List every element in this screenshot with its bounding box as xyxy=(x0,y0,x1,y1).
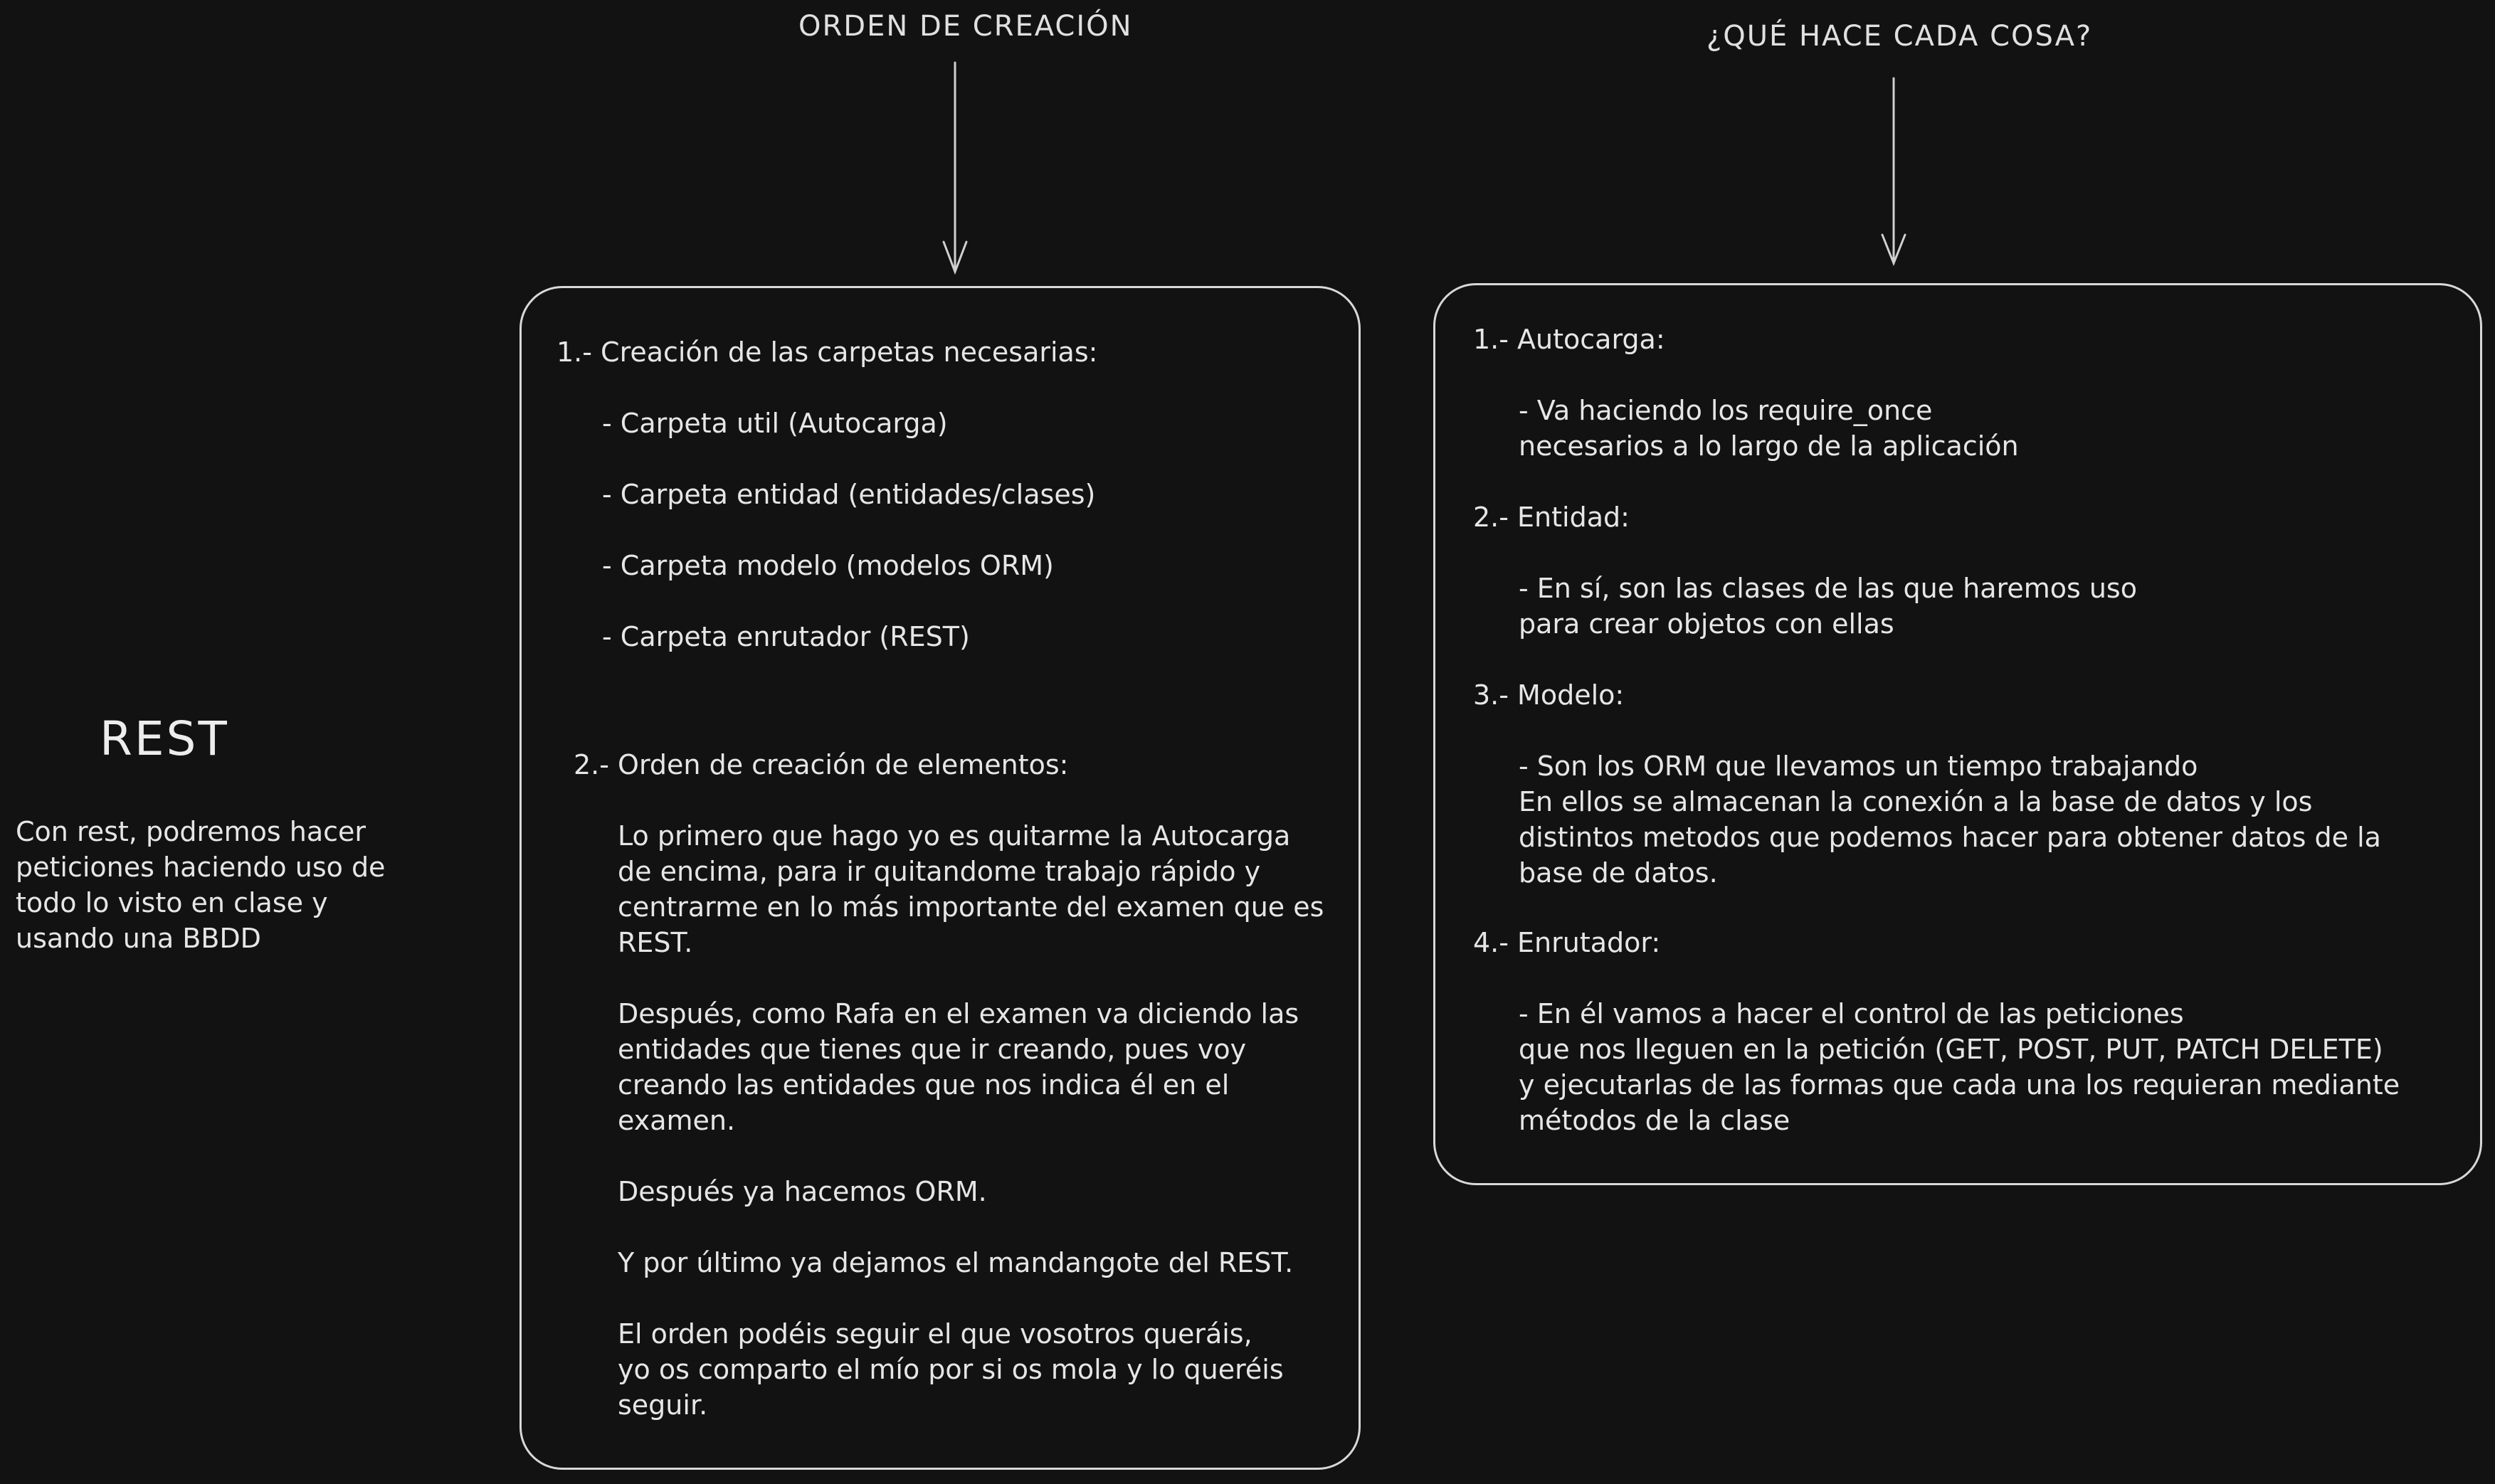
paragraph: Lo primero que hago yo es quitarme la Au… xyxy=(618,818,1324,960)
section-title: 2.- Entidad: xyxy=(1473,502,1630,533)
section-title: 4.- Enrutador: xyxy=(1473,927,1661,958)
section-line: En ellos se almacenan la conexión a la b… xyxy=(1519,786,2313,817)
section-body: - En sí, son las clases de las que harem… xyxy=(1519,571,2137,642)
section-body: - En él vamos a hacer el control de las … xyxy=(1519,996,2400,1138)
paragraph-line: Y por último ya dejamos el mandangote de… xyxy=(618,1247,1294,1278)
paragraph: Después, como Rafa en el examen va dicie… xyxy=(618,996,1299,1138)
paragraph-line: Lo primero que hago yo es quitarme la Au… xyxy=(618,820,1291,852)
arrow-creation-order xyxy=(942,61,968,275)
arrow-what-does xyxy=(1881,77,1906,267)
paragraph: Y por último ya dejamos el mandangote de… xyxy=(618,1245,1293,1281)
section-line: - Son los ORM que llevamos un tiempo tra… xyxy=(1519,751,2198,782)
paragraph-line: entidades que tienes que ir creando, pue… xyxy=(618,1034,1247,1065)
paragraph-line: El orden podéis seguir el que vosotros q… xyxy=(618,1318,1252,1350)
paragraph-line: seguir. xyxy=(618,1389,708,1421)
section-body: - Va haciendo los require_once necesario… xyxy=(1519,393,2019,464)
section-line: - En él vamos a hacer el control de las … xyxy=(1519,998,2184,1029)
paragraph-line: Después, como Rafa en el examen va dicie… xyxy=(618,998,1299,1029)
paragraph-line: de encima, para ir quitandome trabajo rá… xyxy=(618,856,1261,887)
rest-description: Con rest, podremos hacer peticiones haci… xyxy=(16,814,385,956)
section-line: que nos lleguen en la petición (GET, POS… xyxy=(1519,1034,2383,1065)
rest-title: REST xyxy=(100,711,229,766)
paragraph-line: yo os comparto el mío por si os mola y l… xyxy=(618,1354,1284,1385)
folder-item: - Carpeta enrutador (REST) xyxy=(602,621,970,652)
section-line: métodos de la clase xyxy=(1519,1105,1790,1136)
folder-item: - Carpeta entidad (entidades/clases) xyxy=(602,479,1096,510)
section-title: 3.- Modelo: xyxy=(1473,679,1625,711)
rest-line: usando una BBDD xyxy=(16,923,261,954)
paragraph-line: creando las entidades que nos indica él … xyxy=(618,1069,1230,1101)
paragraph: El orden podéis seguir el que vosotros q… xyxy=(618,1316,1284,1423)
folder-item: - Carpeta util (Autocarga) xyxy=(602,408,948,439)
paragraph-line: Después ya hacemos ORM. xyxy=(618,1176,987,1207)
section-line: para crear objetos con ellas xyxy=(1519,608,1894,640)
section-line: distintos metodos que podemos hacer para… xyxy=(1519,822,2381,853)
paragraph: Después ya hacemos ORM. xyxy=(618,1174,987,1209)
section-line: - En sí, son las clases de las que harem… xyxy=(1519,573,2137,604)
paragraph-line: REST. xyxy=(618,927,693,958)
rest-line: peticiones haciendo uso de xyxy=(16,852,386,883)
paragraph-line: examen. xyxy=(618,1105,736,1136)
step1-title: 1.- Creación de las carpetas necesarias: xyxy=(557,336,1098,368)
heading-what-does: ¿QUÉ HACE CADA COSA? xyxy=(1707,20,2093,53)
rest-line: Con rest, podremos hacer xyxy=(16,816,366,847)
folder-item: - Carpeta modelo (modelos ORM) xyxy=(602,550,1054,581)
creation-order-card xyxy=(519,286,1361,1470)
section-title: 1.- Autocarga: xyxy=(1473,324,1665,355)
section-line: y ejecutarlas de las formas que cada una… xyxy=(1519,1069,2400,1101)
section-line: necesarios a lo largo de la aplicación xyxy=(1519,430,2019,462)
paragraph-line: centrarme en lo más importante del exame… xyxy=(618,891,1324,923)
section-line: - Va haciendo los require_once xyxy=(1519,395,1933,426)
rest-line: todo lo visto en clase y xyxy=(16,887,328,918)
step2-title: 2.- Orden de creación de elementos: xyxy=(574,749,1069,780)
what-does-card xyxy=(1433,283,2482,1185)
section-line: base de datos. xyxy=(1519,857,1718,889)
heading-creation-order: ORDEN DE CREACIÓN xyxy=(798,10,1133,43)
section-body: - Son los ORM que llevamos un tiempo tra… xyxy=(1519,748,2381,891)
